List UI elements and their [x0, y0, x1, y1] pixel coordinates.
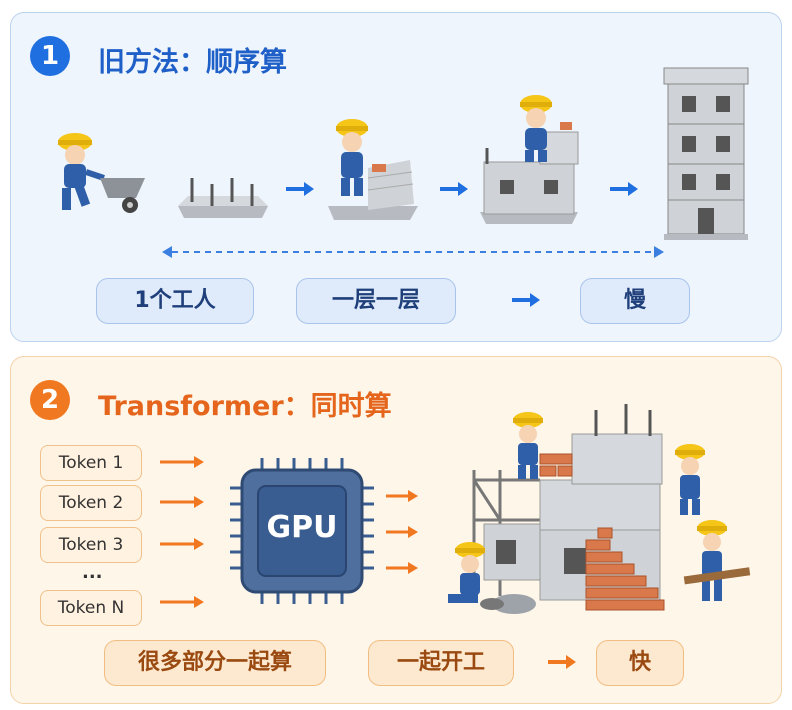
finished-building-icon: [663, 67, 749, 240]
token-2: Token 2: [40, 485, 142, 521]
step-badge-1: 1: [30, 36, 70, 76]
gpu-chip-icon: [230, 458, 374, 604]
arrow-right-icon: [512, 293, 540, 307]
token-ellipsis: ...: [82, 562, 103, 583]
pill-one-worker: 1个工人: [96, 278, 254, 324]
arrow-right-icon: [440, 182, 468, 196]
token-arrows: [160, 456, 204, 608]
pill-start-together: 一起开工: [368, 640, 514, 686]
construction-site-icon: [448, 404, 751, 614]
foundation-icon: [178, 178, 268, 218]
dashed-double-arrow-icon: [162, 246, 664, 258]
step-badge-2: 2: [30, 380, 70, 420]
worker-building-wall-icon: [328, 119, 418, 220]
token-3: Token 3: [40, 527, 142, 563]
pill-fast: 快: [596, 640, 684, 686]
section1-title: 旧方法：顺序算: [98, 47, 287, 78]
section2-title: Transformer：同时算: [98, 391, 392, 422]
token-n: Token N: [40, 590, 142, 626]
arrow-right-icon: [286, 182, 314, 196]
gpu-output-arrows: [386, 490, 418, 574]
arrow-right-icon: [610, 182, 638, 196]
pill-layer-by-layer: 一层一层: [296, 278, 456, 324]
worker-wheelbarrow-icon: [58, 133, 145, 213]
arrow-right-icon: [548, 655, 576, 669]
worker-second-floor-icon: [480, 95, 579, 224]
token-1: Token 1: [40, 445, 142, 481]
pill-many-parts: 很多部分一起算: [104, 640, 326, 686]
pill-slow: 慢: [580, 278, 690, 324]
gpu-label: GPU: [266, 510, 338, 545]
